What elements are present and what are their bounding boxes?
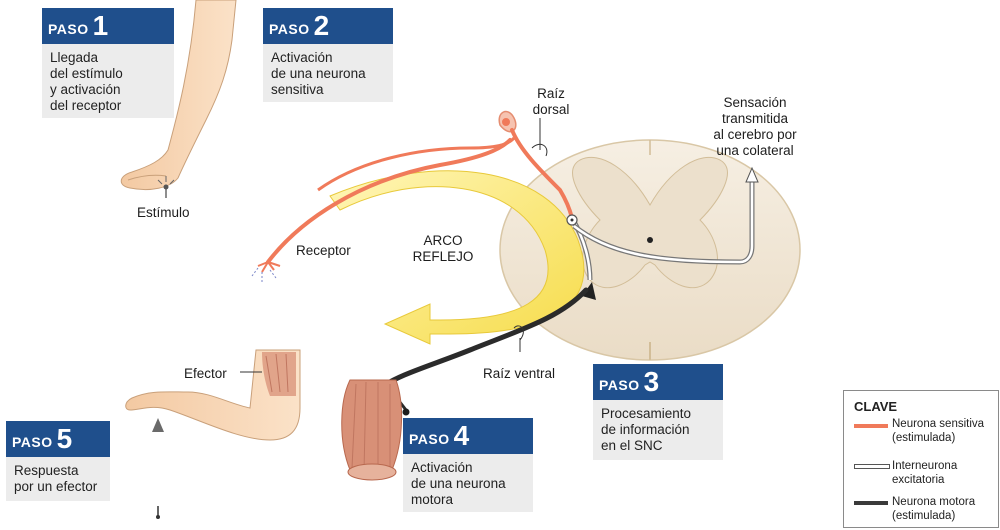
step-2-header: PASO 2 bbox=[263, 8, 393, 44]
step-3-box: PASO 3 Procesamiento de información en e… bbox=[593, 364, 723, 460]
step-5-text: Respuesta por un efector bbox=[14, 463, 98, 494]
step-5-number: 5 bbox=[56, 423, 73, 454]
step-5-word: PASO bbox=[12, 434, 53, 450]
step-2-number: 2 bbox=[313, 10, 330, 41]
reflex-arc-arrow bbox=[329, 170, 585, 345]
step-3-text: Procesamiento de información en el SNC bbox=[601, 406, 692, 453]
key-title: CLAVE bbox=[854, 399, 898, 414]
step-2-box: PASO 2 Activación de una neurona sensiti… bbox=[263, 8, 393, 102]
response-arrow bbox=[152, 418, 164, 519]
step-2-text: Activación de una neurona sensitiva bbox=[271, 50, 366, 97]
step-1-number: 1 bbox=[92, 10, 109, 41]
upper-arm-illustration bbox=[120, 0, 237, 191]
key-interneuron-text: Interneurona excitatoria bbox=[892, 460, 958, 486]
dorsal-root-label: Raíz dorsal bbox=[532, 86, 570, 117]
step-1-header: PASO 1 bbox=[42, 8, 174, 44]
stimulus-label: Estímulo bbox=[137, 205, 190, 220]
receptor-label: Receptor bbox=[296, 243, 351, 258]
step-1-word: PASO bbox=[48, 21, 89, 37]
step-4-number: 4 bbox=[453, 420, 470, 451]
step-4-box: PASO 4 Activación de una neurona motora bbox=[403, 418, 533, 512]
sensation-label: Sensación transmitida al cerebro por una… bbox=[713, 95, 797, 158]
step-2-word: PASO bbox=[269, 21, 310, 37]
reflex-arc-label: ARCO REFLEJO bbox=[412, 233, 474, 264]
step-4-text: Activación de una neurona motora bbox=[411, 460, 506, 507]
effector-label: Efector bbox=[184, 366, 227, 381]
sensory-neuron bbox=[257, 110, 574, 273]
ventral-root-label: Raíz ventral bbox=[483, 366, 556, 381]
step-3-header: PASO 3 bbox=[593, 364, 723, 400]
key-motor-swatch bbox=[854, 501, 888, 505]
step-5-box: PASO 5 Respuesta por un efector bbox=[6, 421, 110, 501]
key-motor-text: Neurona motora (estimulada) bbox=[892, 496, 976, 522]
key-interneuron-swatch bbox=[854, 464, 890, 469]
key-sensory-swatch bbox=[854, 424, 888, 428]
step-3-number: 3 bbox=[643, 366, 660, 397]
muscle-bundle bbox=[341, 379, 403, 481]
key-sensory-text: Neurona sensitiva (estimulada) bbox=[892, 418, 985, 444]
step-5-header: PASO 5 bbox=[6, 421, 110, 457]
lower-arm-illustration bbox=[125, 349, 301, 441]
step-1-box: PASO 1 Llegada del estímulo y activación… bbox=[42, 8, 174, 118]
spinal-cord bbox=[499, 139, 801, 361]
receptor-endings bbox=[251, 267, 277, 282]
key-legend: CLAVE Neurona sensitiva (estimulada) Int… bbox=[843, 390, 999, 528]
step-1-text: Llegada del estímulo y activación del re… bbox=[50, 50, 123, 113]
step-4-word: PASO bbox=[409, 431, 450, 447]
step-3-word: PASO bbox=[599, 377, 640, 393]
step-4-header: PASO 4 bbox=[403, 418, 533, 454]
interneuron bbox=[566, 166, 759, 281]
stimulus-point bbox=[157, 176, 175, 198]
